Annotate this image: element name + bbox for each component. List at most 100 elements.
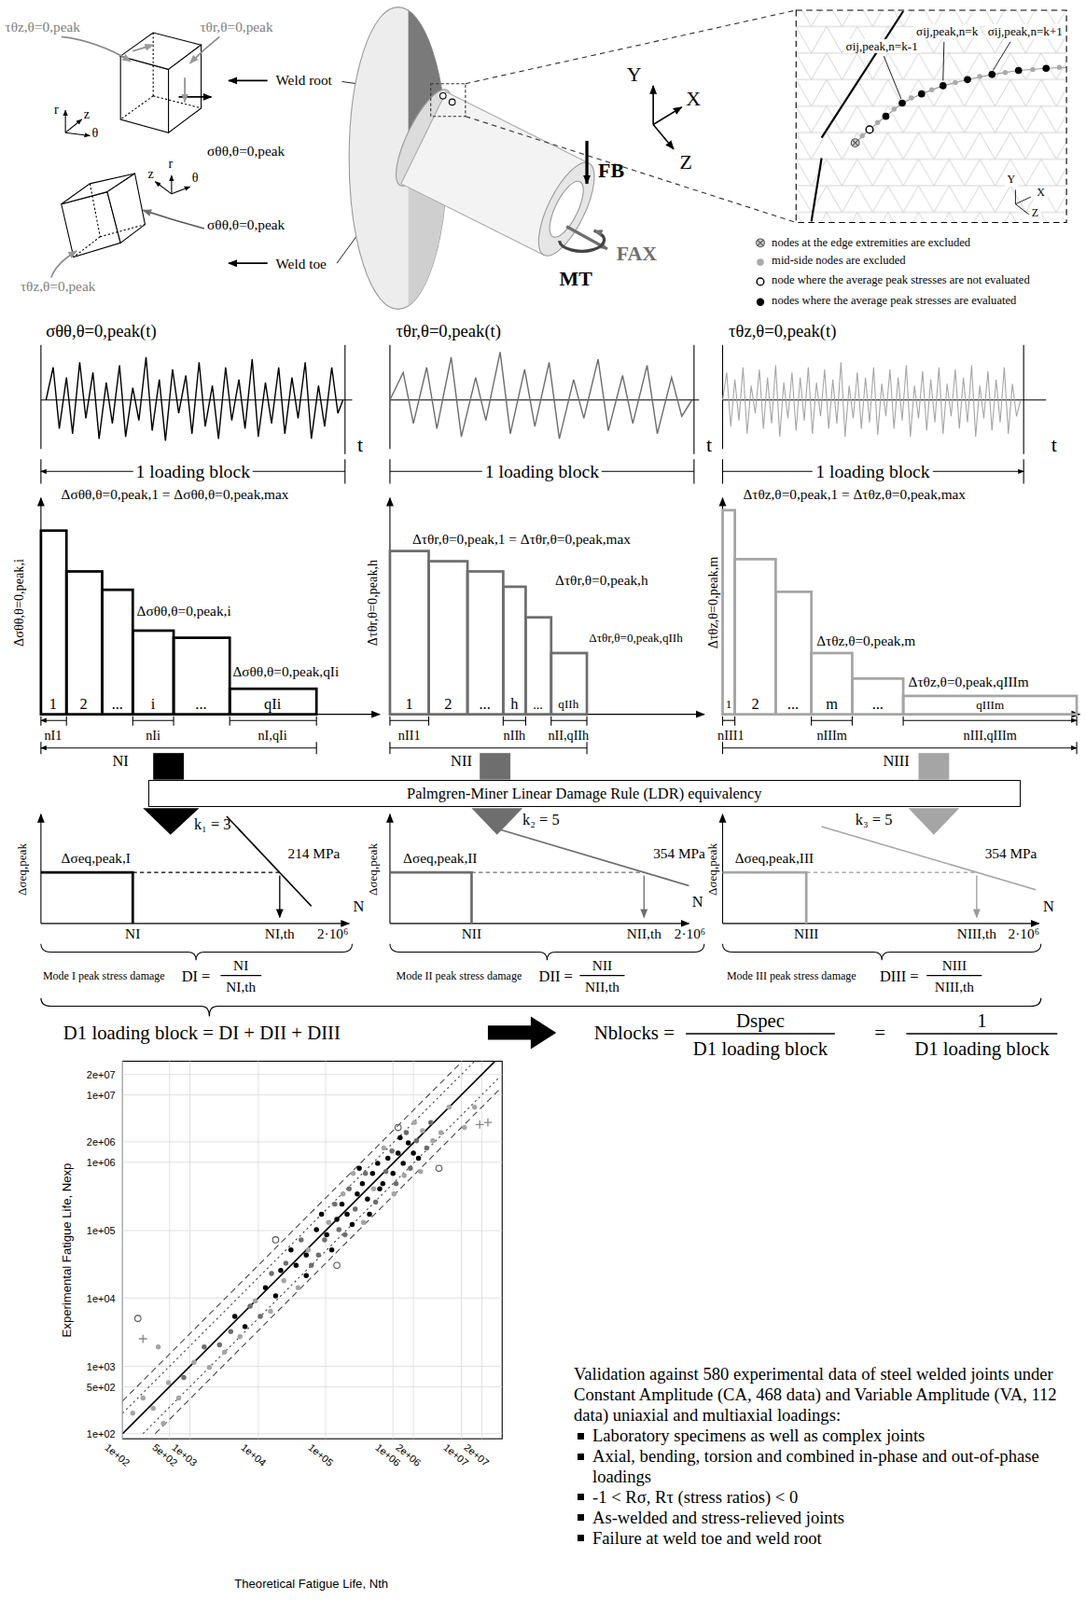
formula: D1 loading block = DI + DII + DIII: [63, 1021, 341, 1045]
spectrum-bars: [903, 696, 1077, 715]
brace: [41, 944, 353, 961]
signal-label: τθr,θ=0,peak(t): [396, 320, 502, 341]
spectrum-bars: [735, 558, 777, 714]
bar-number: m: [825, 695, 838, 713]
welded-specimen: [527, 154, 605, 264]
formula: DI =: [181, 967, 211, 986]
bar-number: qIIIm: [975, 697, 1004, 712]
paragraph: Validation against 580 experimental data…: [573, 1364, 1064, 1426]
node-stress-label: σij,peak,n=k+1: [985, 24, 1066, 39]
element-cube: [61, 32, 202, 258]
cycle-label: nIIh: [503, 727, 527, 743]
bar-number: 2: [80, 695, 88, 713]
axis-triad: [65, 110, 67, 133]
result-arrow: [487, 1016, 557, 1049]
cycle-label: nII,qIIh: [547, 727, 589, 743]
bar-number: ...: [872, 695, 884, 713]
spectrum-bars: [41, 510, 1077, 715]
scatter-plot: [122, 1061, 501, 1435]
stress-arrow: [183, 77, 186, 102]
stress-label: τθz,θ=0,peak: [5, 18, 81, 36]
axis-label: NIII,th: [957, 925, 997, 943]
tick-label: 1e+02: [102, 1441, 133, 1469]
axis-label: Δτθz,θ=0,peak,m: [704, 556, 720, 648]
scatter-plot: [132, 1107, 474, 1424]
tick-label: 1e+05: [306, 1441, 336, 1469]
sn-curve: [389, 872, 473, 924]
cycle-label: nIII1: [717, 727, 744, 743]
element-cube: [73, 183, 146, 258]
sn-curve: [41, 922, 349, 924]
formula: NII,th: [584, 978, 620, 996]
brace: [41, 944, 1042, 1017]
bar-number: qIi: [264, 695, 281, 713]
bullet-item: Failure at weld toe and weld root: [573, 1528, 1064, 1549]
strength-label: 354 MPa: [653, 845, 706, 863]
axis-label: 2·10⁶: [1008, 925, 1040, 943]
axis-label: Z: [1029, 207, 1042, 221]
mesh-inset: [875, 120, 880, 126]
range-label: Δσθθ,θ=0,peak,1 = Δσθθ,θ=0,peak,max: [61, 486, 290, 503]
spectrum-axes: [41, 720, 1077, 722]
legend-marker: [756, 258, 765, 266]
bar-number: ...: [111, 695, 124, 713]
scatter-plot: [122, 1061, 501, 1435]
welded-specimen: [465, 10, 796, 223]
axis-label: NII,th: [626, 925, 662, 943]
signal-label: τθz,θ=0,peak(t): [728, 320, 836, 341]
tick-label: 1e+04: [86, 1292, 116, 1305]
spectrum-bars: [525, 617, 551, 715]
node-stress-label: σij,peak,n=k: [913, 24, 981, 39]
sn-curve: [40, 814, 42, 924]
axis-label: r: [54, 101, 59, 117]
spectrum-bars: [389, 551, 430, 715]
axis-label: N: [1043, 898, 1055, 917]
bullet-item: -1 < Rσ, Rτ (stress ratios) < 0: [573, 1487, 1064, 1508]
node-stress-label: σij,peak,n=k-1: [843, 39, 921, 54]
sn-curve: [389, 922, 689, 924]
welded-specimen: [440, 93, 447, 100]
legend-marker: [757, 239, 765, 247]
sn-curve: [278, 875, 280, 918]
tick-label: 1e+07: [86, 1089, 116, 1102]
axis-label: NI: [125, 925, 140, 943]
formula: =: [874, 1021, 886, 1045]
mesh-inset: [795, 10, 1067, 223]
axis-triad: [652, 85, 655, 126]
axis-label: t: [706, 433, 712, 458]
sn-curve: [389, 814, 390, 924]
mesh-inset: [882, 112, 891, 121]
time-history-axes: [723, 345, 1047, 455]
tick-label: 1e+05: [86, 1225, 116, 1238]
spectrum-axes: [41, 747, 1077, 749]
mesh-inset: [891, 106, 897, 112]
bullet-item: Axial, bending, torsion and combined in-…: [573, 1446, 1064, 1488]
axis-label: NII: [461, 925, 482, 943]
mesh-inset: [860, 133, 865, 139]
spectrum-bars: [229, 688, 317, 714]
load-arrow: [559, 140, 608, 251]
spectrum-bars: [502, 586, 526, 715]
load-arrow: [559, 230, 605, 251]
mesh-inset: [952, 80, 958, 85]
block-arrow: [142, 807, 199, 835]
cycle-label: nI,qIi: [257, 727, 287, 743]
stress-label: σθθ,θ=0,peak: [207, 142, 285, 160]
cycle-label: nIII,qIIIm: [963, 727, 1017, 743]
sn-curve: [975, 875, 977, 918]
sn-curve: [226, 816, 312, 906]
tick-label: 2e+07: [86, 1069, 116, 1082]
sn-curve: [723, 872, 808, 924]
axis-label: Z: [680, 151, 693, 175]
bar-number: 2: [444, 695, 452, 713]
brace: [41, 998, 1042, 1017]
bar-number: i: [151, 695, 156, 713]
strength-label: 354 MPa: [985, 845, 1038, 863]
bar-number: ...: [532, 696, 543, 712]
bar-number: 1: [49, 695, 57, 713]
pointer-arrow: [228, 80, 268, 83]
scatter-plot: [122, 1074, 502, 1435]
axis-label: Y: [1004, 173, 1019, 187]
mesh-inset: [865, 125, 874, 134]
mesh-inset: [795, 10, 1067, 223]
